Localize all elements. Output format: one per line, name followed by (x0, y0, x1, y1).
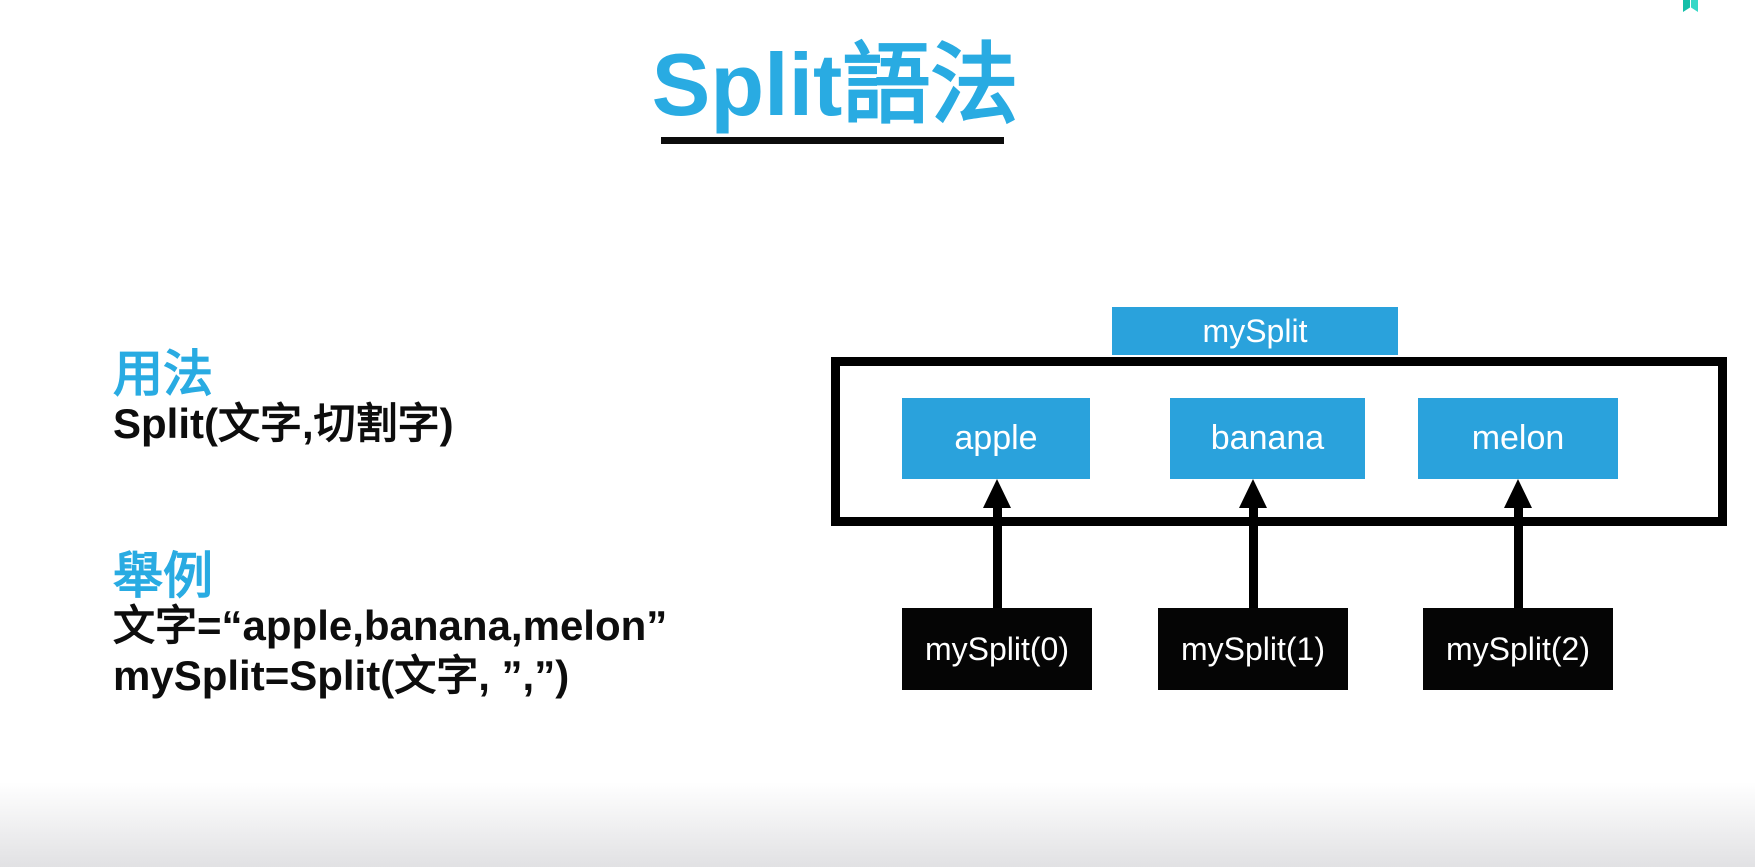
array-element-box: melon (1418, 398, 1618, 479)
arrow-shaft (993, 503, 1002, 608)
array-element-box: apple (902, 398, 1090, 479)
title-underline (661, 137, 1004, 144)
watermark-logo-icon (1683, 0, 1699, 12)
array-index-label: mySplit(2) (1445, 630, 1590, 667)
example-heading: 舉例 (113, 548, 213, 604)
array-name-box: mySplit (1112, 307, 1398, 355)
example-code-line-1: 文字=“apple,banana,melon” (113, 602, 668, 649)
array-index-label: mySplit(0) (924, 630, 1069, 667)
arrow-head (1504, 479, 1532, 508)
arrow-head (983, 479, 1011, 508)
array-index-box: mySplit(0) (902, 608, 1092, 690)
watermark-bar-right (1691, 0, 1698, 12)
array-element-label: banana (1210, 419, 1325, 457)
array-index-label: mySplit(1) (1180, 630, 1325, 667)
array-index-box: mySplit(2) (1423, 608, 1613, 690)
array-element-box: banana (1170, 398, 1365, 479)
page-title: Split語法 (651, 35, 1019, 134)
array-element-label: apple (954, 419, 1038, 457)
arrow-shaft (1249, 503, 1258, 608)
array-element-label: melon (1471, 419, 1565, 457)
usage-heading: 用法 (113, 346, 213, 402)
array-name-label: mySplit (1202, 312, 1308, 349)
array-container-rect (831, 357, 1727, 526)
usage-syntax-text: Split(文字,切割字) (113, 400, 454, 447)
arrow-head (1239, 479, 1267, 508)
example-code-line-2: mySplit=Split(文字, ”,”) (113, 652, 570, 699)
arrow-shaft (1514, 503, 1523, 608)
watermark-bar-left (1683, 0, 1690, 12)
bottom-fade (0, 782, 1755, 867)
array-index-box: mySplit(1) (1158, 608, 1348, 690)
